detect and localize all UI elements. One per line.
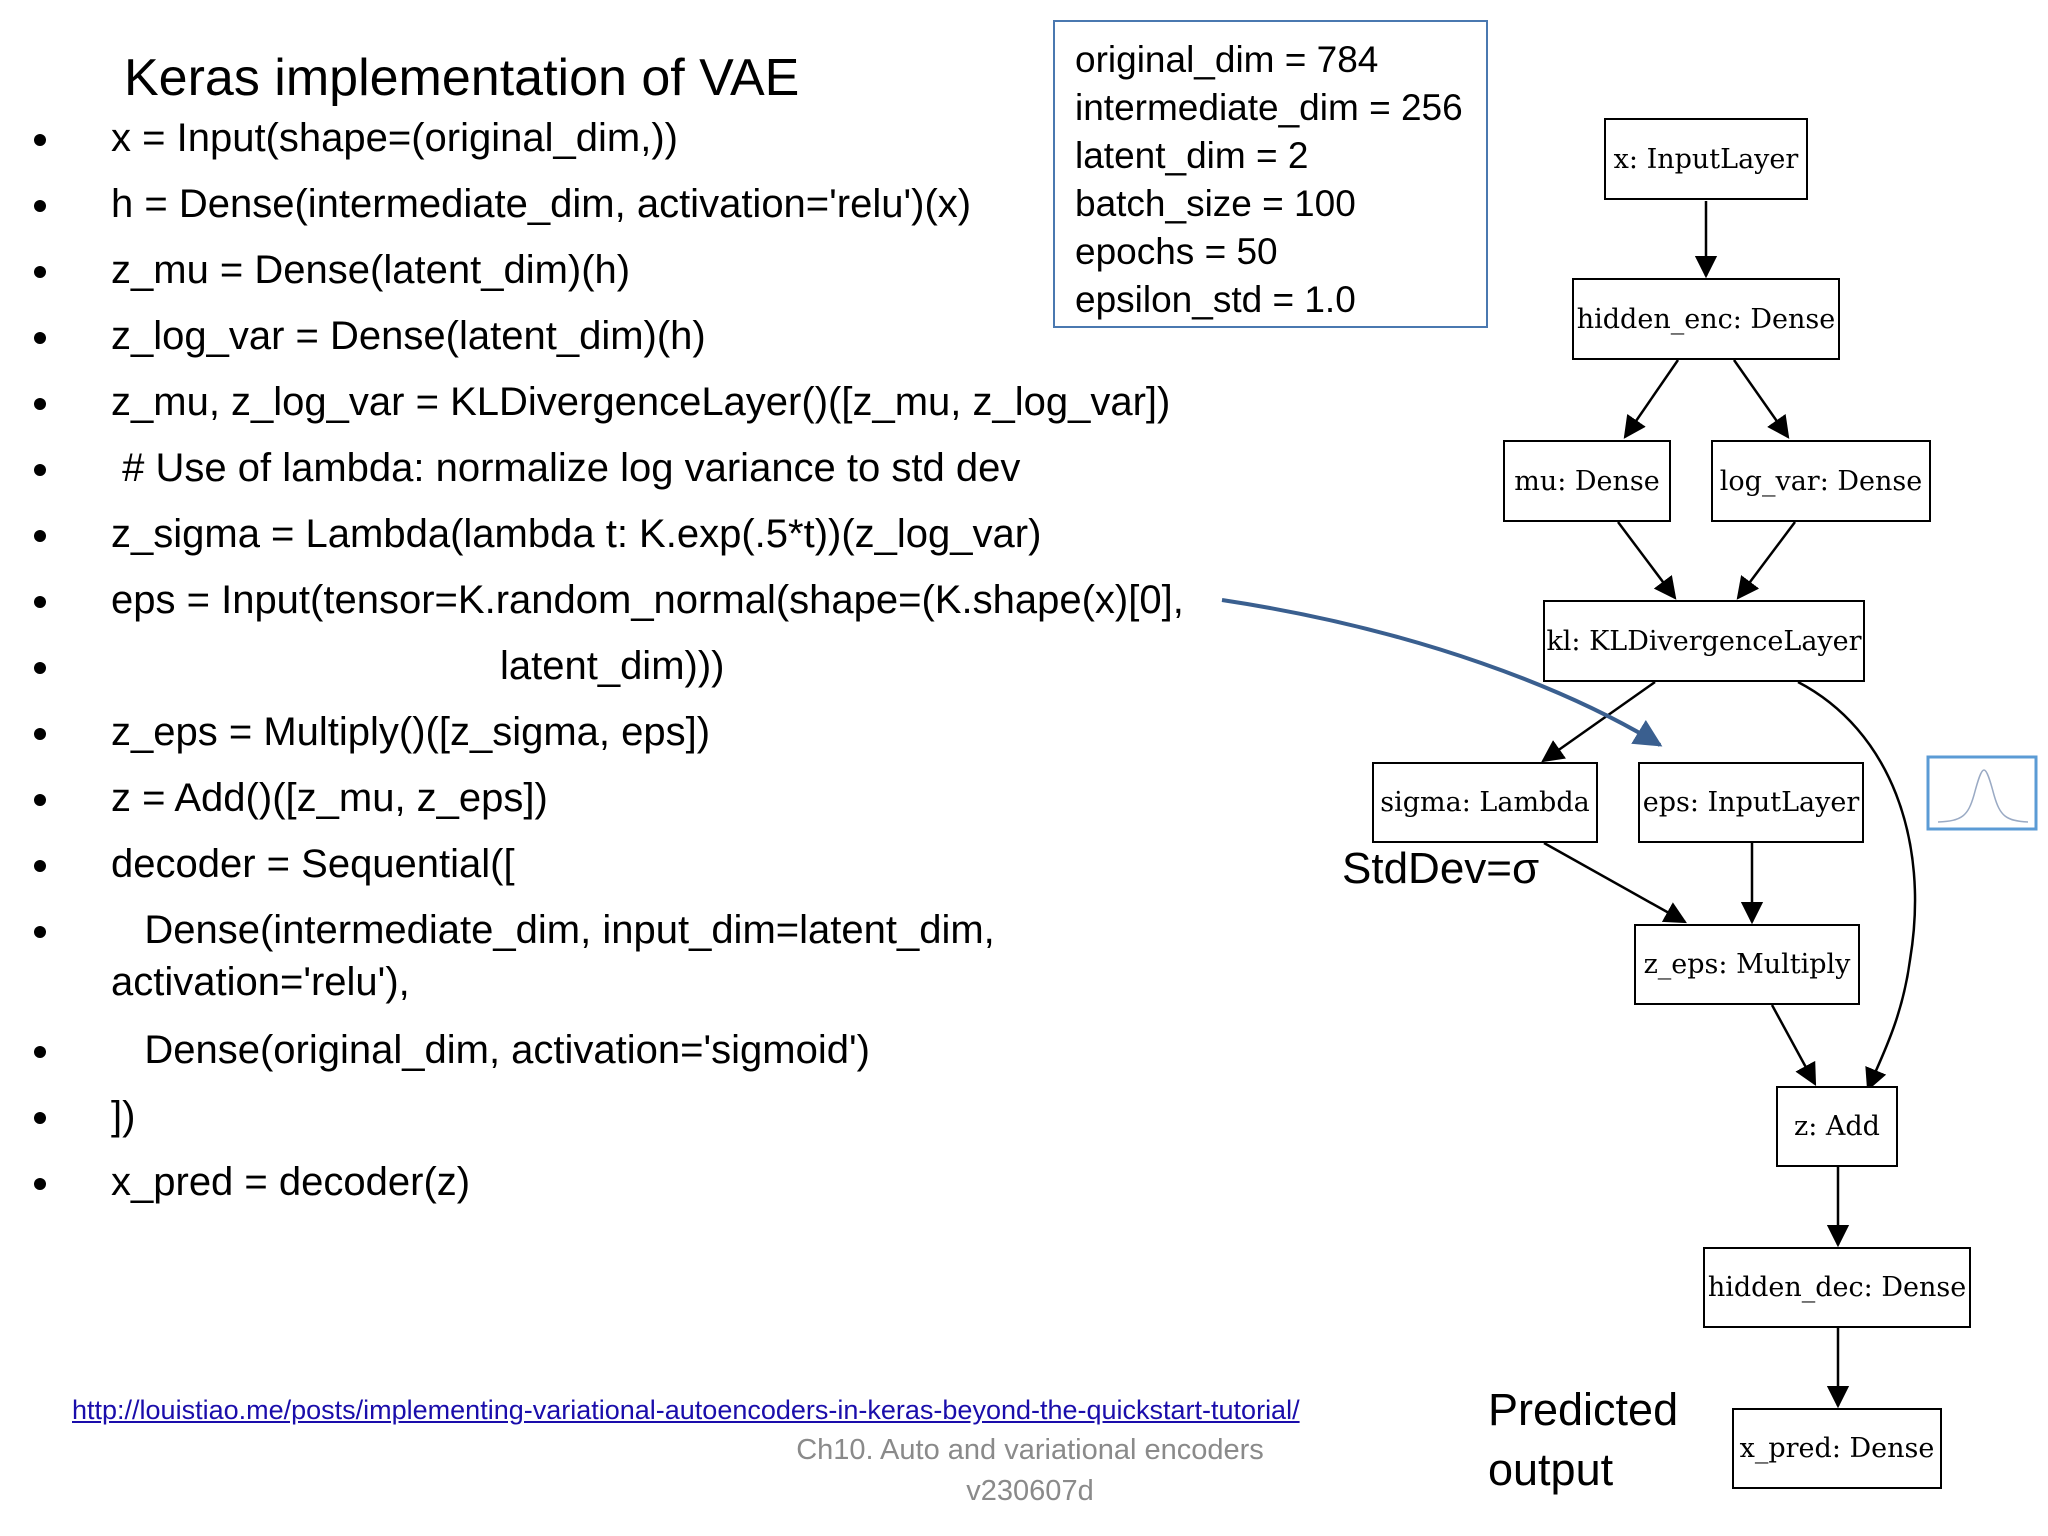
bullet-dot-icon: [34, 1112, 46, 1124]
param-line: latent_dim = 2: [1075, 135, 1309, 176]
code-line: x = Input(shape=(original_dim,)): [111, 116, 678, 160]
node-hidden-dec-dense: hidden_dec: Dense: [1703, 1247, 1971, 1328]
bullet-item: z = Add()([z_mu, z_eps]): [34, 770, 548, 830]
bullet-item: Dense(original_dim, activation='sigmoid'…: [34, 1022, 870, 1082]
slide-title: Keras implementation of VAE: [124, 49, 800, 107]
bullet-item: x_pred = decoder(z): [34, 1154, 470, 1214]
code-line: z_log_var = Dense(latent_dim)(h): [111, 314, 706, 358]
edge-log-var-to-kl: [1736, 521, 1796, 600]
bullet-dot-icon: [34, 860, 46, 872]
bullet-dot-icon: [34, 794, 46, 806]
bullet-item: x = Input(shape=(original_dim,)): [34, 110, 678, 170]
edge-hidden-enc-to-mu: [1623, 359, 1680, 439]
bullet-item: z_mu = Dense(latent_dim)(h): [34, 242, 630, 302]
bullet-dot-icon: [34, 1046, 46, 1058]
stddev-annotation: StdDev=σ: [1342, 844, 1540, 893]
bullet-dot-icon: [34, 662, 46, 674]
code-line: eps = Input(tensor=K.random_normal(shape…: [111, 578, 1184, 622]
bullet-dot-icon: [34, 464, 46, 476]
eps-pointer-arrow: [1221, 598, 1663, 747]
bullet-item: ]): [34, 1088, 135, 1148]
bullet-dot-icon: [34, 926, 46, 938]
bullet-item: Dense(intermediate_dim, input_dim=latent…: [34, 902, 995, 1012]
code-line: z = Add()([z_mu, z_eps]): [111, 776, 548, 820]
bullet-dot-icon: [34, 332, 46, 344]
node-hidden-enc-dense: hidden_enc: Dense: [1572, 278, 1840, 360]
node-z-eps-multiply: z_eps: Multiply: [1634, 924, 1860, 1005]
footer-version: v230607d: [966, 1475, 1094, 1507]
edge-z-eps-to-z-add: [1770, 1004, 1817, 1086]
node-log-var-dense: log_var: Dense: [1711, 440, 1931, 522]
footer-chapter: Ch10. Auto and variational encoders: [796, 1434, 1264, 1466]
code-line-continuation: activation='relu'),: [111, 960, 410, 1004]
edge-sigma-to-z-eps: [1543, 841, 1687, 924]
code-line: ]): [111, 1094, 136, 1138]
node-kl-divergence-layer: kl: KLDivergenceLayer: [1543, 600, 1865, 682]
bullet-dot-icon: [34, 398, 46, 410]
code-line: z_eps = Multiply()([z_sigma, eps]): [111, 710, 711, 754]
code-line: Dense(intermediate_dim, input_dim=latent…: [111, 908, 995, 952]
edge-mu-to-kl: [1617, 521, 1677, 600]
bullet-dot-icon: [34, 134, 46, 146]
bullet-item: decoder = Sequential([: [34, 836, 515, 896]
code-line: h = Dense(intermediate_dim, activation='…: [111, 182, 972, 226]
hyperparameters-box: original_dim = 784 intermediate_dim = 25…: [1053, 20, 1488, 328]
code-line: latent_dim))): [111, 644, 725, 688]
predicted-output-annotation: Predicted output: [1488, 1384, 1679, 1495]
param-line: original_dim = 784: [1075, 39, 1379, 80]
bullet-item: z_mu, z_log_var = KLDivergenceLayer()([z…: [34, 374, 1170, 434]
edge-hidden-enc-to-log-var: [1732, 359, 1790, 439]
node-z-add: z: Add: [1776, 1086, 1898, 1167]
gaussian-curve-icon: [1926, 755, 2038, 831]
bullet-dot-icon: [34, 596, 46, 608]
bullet-dot-icon: [34, 200, 46, 212]
bullet-item: eps = Input(tensor=K.random_normal(shape…: [34, 572, 1184, 632]
node-mu-dense: mu: Dense: [1503, 440, 1671, 522]
node-eps-input-layer: eps: InputLayer: [1638, 762, 1864, 843]
bullet-dot-icon: [34, 530, 46, 542]
bullet-item: latent_dim))): [34, 638, 724, 698]
source-link[interactable]: http://louistiao.me/posts/implementing-v…: [72, 1395, 1300, 1425]
bullet-item: z_eps = Multiply()([z_sigma, eps]): [34, 704, 710, 764]
bullet-dot-icon: [34, 728, 46, 740]
code-line: z_sigma = Lambda(lambda t: K.exp(.5*t))(…: [111, 512, 1042, 556]
param-line: epsilon_std = 1.0: [1075, 279, 1356, 320]
code-comment-line: # Use of lambda: normalize log variance …: [111, 446, 1021, 490]
code-line: decoder = Sequential([: [111, 842, 515, 886]
code-line: x_pred = decoder(z): [111, 1160, 471, 1204]
edge-kl-to-sigma: [1541, 680, 1656, 763]
bullet-dot-icon: [34, 266, 46, 278]
param-line: batch_size = 100: [1075, 183, 1356, 224]
param-line: intermediate_dim = 256: [1075, 87, 1463, 128]
bullet-item: h = Dense(intermediate_dim, activation='…: [34, 176, 971, 236]
bullet-item: z_sigma = Lambda(lambda t: K.exp(.5*t))(…: [34, 506, 1041, 566]
param-line: epochs = 50: [1075, 231, 1278, 272]
node-x-pred-dense: x_pred: Dense: [1732, 1408, 1942, 1489]
bullet-item: z_log_var = Dense(latent_dim)(h): [34, 308, 706, 368]
code-line: z_mu = Dense(latent_dim)(h): [111, 248, 631, 292]
node-x-input-layer: x: InputLayer: [1604, 118, 1808, 200]
bullet-dot-icon: [34, 1178, 46, 1190]
code-line: Dense(original_dim, activation='sigmoid'…: [111, 1028, 870, 1072]
node-sigma-lambda: sigma: Lambda: [1372, 762, 1598, 843]
bullet-item: # Use of lambda: normalize log variance …: [34, 440, 1020, 500]
code-line: z_mu, z_log_var = KLDivergenceLayer()([z…: [111, 380, 1171, 424]
edge-kl-to-z-add: [1797, 680, 1917, 1092]
